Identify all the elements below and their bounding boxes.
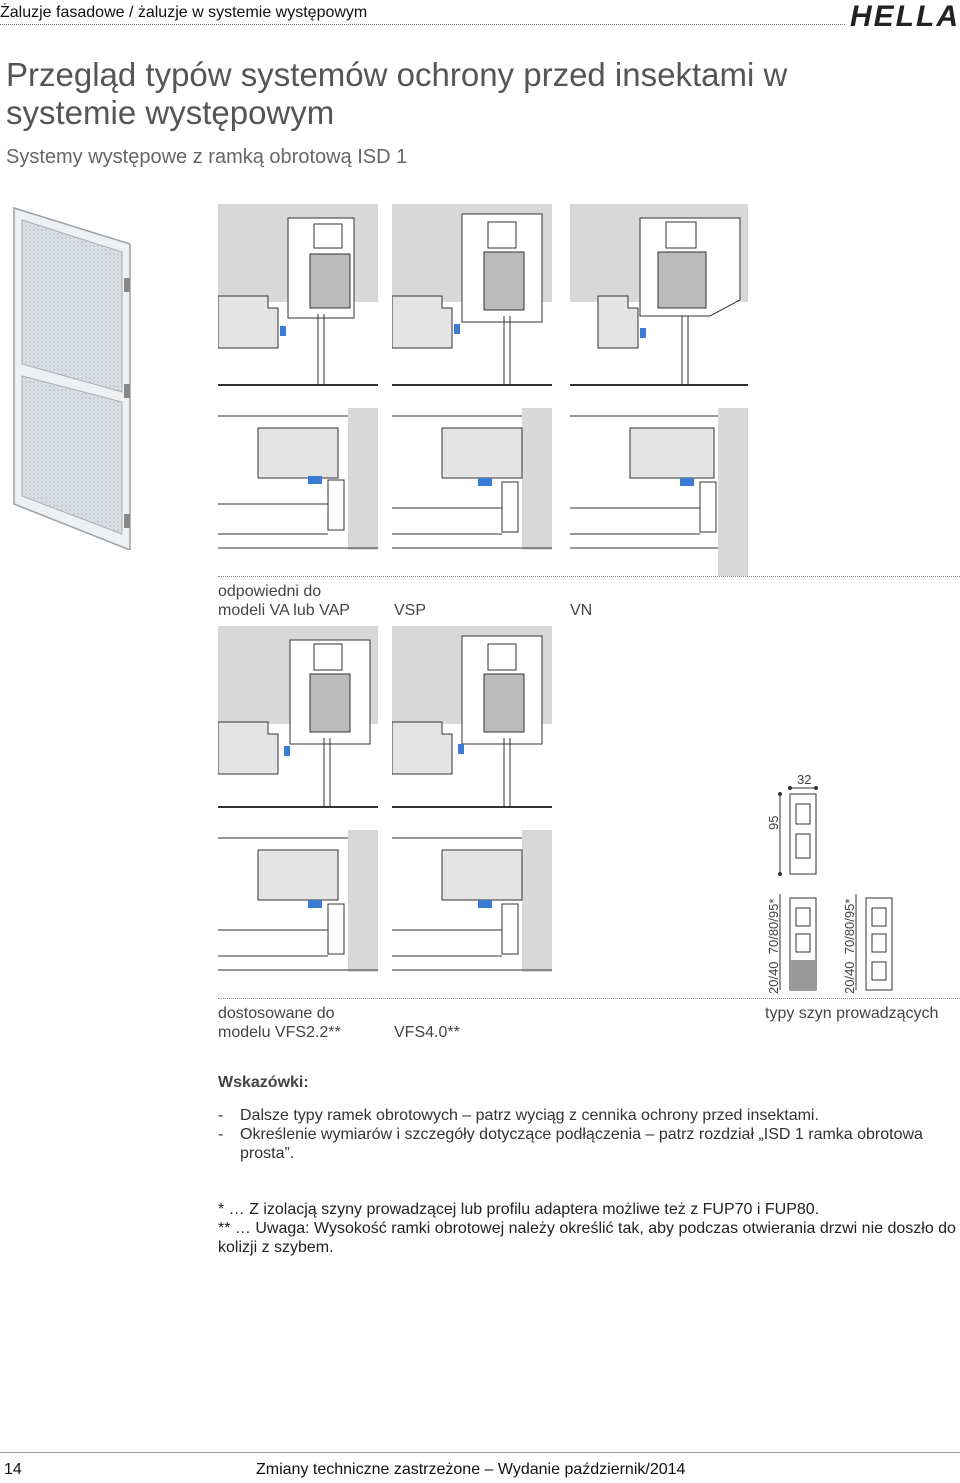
caption-rule-row2 <box>218 998 960 999</box>
footnote-star: * … Z izolacją szyny prowadzącej lub pro… <box>218 1201 820 1218</box>
drawing-vsp-top <box>392 204 552 386</box>
caption-vfs22-line2: modelu VFS2.2** <box>218 1024 341 1041</box>
caption-va-line2: modeli VA lub VAP <box>218 602 350 619</box>
notes-list: -Dalsze typy ramek obrotowych – patrz wy… <box>218 1106 960 1163</box>
drawing-vn-top <box>570 204 748 386</box>
drawing-vfs40-top <box>392 626 552 808</box>
dim-width-label: 32 <box>797 772 812 787</box>
footnotes: * … Z izolacją szyny prowadzącej lub pro… <box>218 1200 960 1257</box>
page-title: Przegląd typów systemów ochrony przed in… <box>6 56 788 131</box>
note-text: Określenie wymiarów i szczegóły dotycząc… <box>240 1126 923 1162</box>
header-title: Żaluzje fasadowe / żaluzje w systemie wy… <box>0 4 368 21</box>
note-item: -Określenie wymiarów i szczegóły dotyczą… <box>218 1125 960 1163</box>
caption-vn: VN <box>570 602 593 619</box>
insect-screen-door-illustration <box>13 206 131 550</box>
caption-vfs22-line1: dostosowane do <box>218 1005 335 1022</box>
caption-va-line1: odpowiedni do <box>218 583 322 600</box>
caption-rail-types: typy szyn prowadzących <box>765 1005 939 1022</box>
footer-rule <box>0 1452 960 1453</box>
dim-rail2-label: 20/40 70/80/95* <box>842 898 857 994</box>
drawing-vfs40-section <box>392 830 552 972</box>
dim-height-label: 95 <box>766 815 781 830</box>
caption-vsp: VSP <box>394 602 427 619</box>
note-item: -Dalsze typy ramek obrotowych – patrz wy… <box>218 1107 819 1124</box>
dim-rail1-label: 20/40 70/80/95* <box>766 898 781 994</box>
drawing-vfs22-section <box>218 830 378 972</box>
page-number: 14 <box>4 1461 22 1478</box>
drawing-vn-section <box>570 408 748 576</box>
drawing-va-section <box>218 408 378 550</box>
footnote-double-star: ** … Uwaga: Wysokość ramki obrotowej nal… <box>218 1220 956 1256</box>
notes-title: Wskazówki: <box>218 1074 309 1091</box>
drawing-vsp-section <box>392 408 552 550</box>
caption-rule-row1 <box>218 576 960 577</box>
drawing-va-top <box>218 204 378 386</box>
note-text: Dalsze typy ramek obrotowych – patrz wyc… <box>240 1107 819 1124</box>
drawing-vfs22-top <box>218 626 378 808</box>
footer-text: Zmiany techniczne zastrzeżone – Wydanie … <box>256 1461 686 1478</box>
header-rule <box>0 24 845 25</box>
page-subtitle: Systemy występowe z ramką obrotową ISD 1 <box>6 146 408 168</box>
guide-rail-profiles <box>778 786 893 991</box>
caption-vfs40: VFS4.0** <box>394 1024 460 1041</box>
hella-logo: HELLA <box>850 0 960 33</box>
